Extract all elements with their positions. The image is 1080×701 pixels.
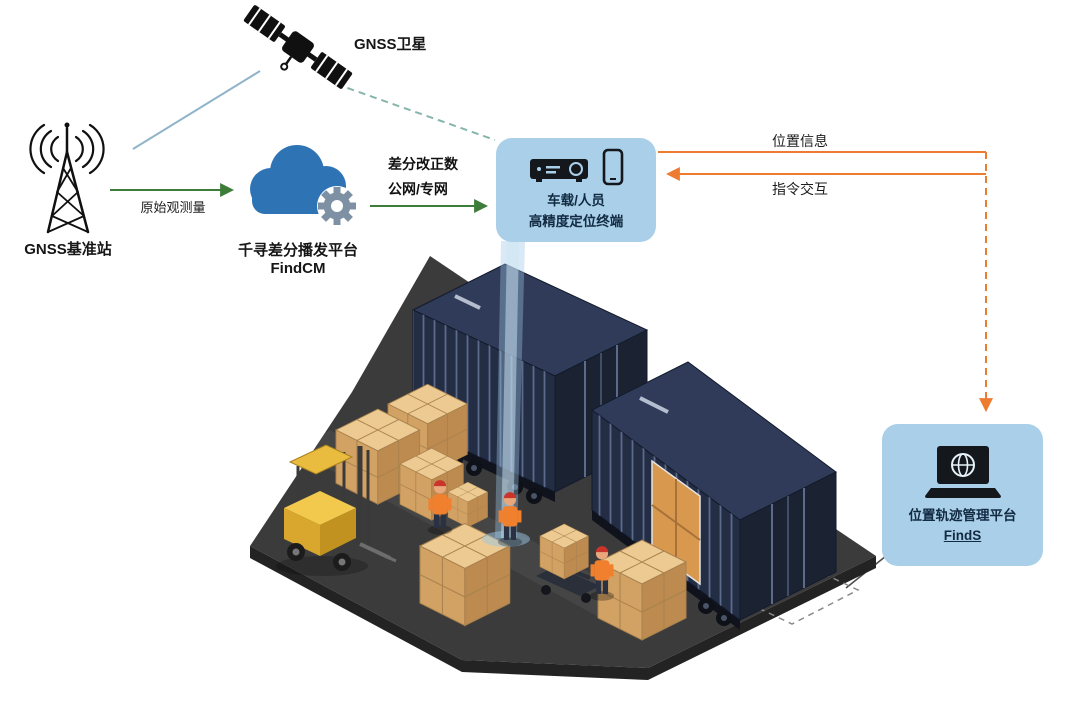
- command-interaction-label: 指令交互: [772, 181, 828, 197]
- cloud-platform-label: 千寻差分播发平台: [237, 242, 358, 259]
- terminal-node: 车载/人员 高精度定位终端: [496, 138, 656, 242]
- management-platform-label: 位置轨迹管理平台: [908, 507, 1017, 523]
- cloud-platform-product-label: FindCM: [270, 260, 326, 277]
- position-info-label: 位置信息: [772, 133, 828, 149]
- management-platform-node: 位置轨迹管理平台 FindS: [882, 424, 1043, 566]
- correction-label-line2: 公网/专网: [388, 181, 448, 197]
- link-satellite-to-terminal: [335, 83, 496, 141]
- link-satellite-to-base-station: [132, 70, 261, 150]
- pallet-stack: [539, 523, 589, 580]
- management-platform-product-label: FindS: [943, 528, 982, 543]
- raw-observation-label: 原始观测量: [140, 200, 206, 215]
- floor-dashed-zone: [676, 535, 860, 625]
- pallet-stack: [447, 481, 488, 528]
- arrow-position-info: [658, 151, 993, 413]
- pallet-jack: [536, 523, 600, 603]
- pallet-stack: [597, 539, 687, 641]
- gear-icon: [318, 187, 356, 225]
- base-station-label: GNSS基准站: [24, 241, 112, 258]
- cloud-icon: [250, 145, 357, 226]
- radio-tower-icon: [29, 122, 105, 234]
- laptop-globe-icon: [924, 445, 1001, 498]
- positioning-beam: [482, 241, 530, 547]
- smartphone-icon: [602, 148, 624, 186]
- terminal-label-line1: 车载/人员: [547, 193, 605, 209]
- terminal-label-line2: 高精度定位终端: [528, 213, 624, 229]
- satellite-label: GNSS卫星: [354, 36, 427, 53]
- satellite-icon: [243, 5, 353, 89]
- correction-label-line1: 差分改正数: [388, 156, 458, 172]
- gnss-receiver-icon: [530, 159, 588, 183]
- forklift: [276, 444, 397, 576]
- shipping-container-2: [591, 361, 837, 630]
